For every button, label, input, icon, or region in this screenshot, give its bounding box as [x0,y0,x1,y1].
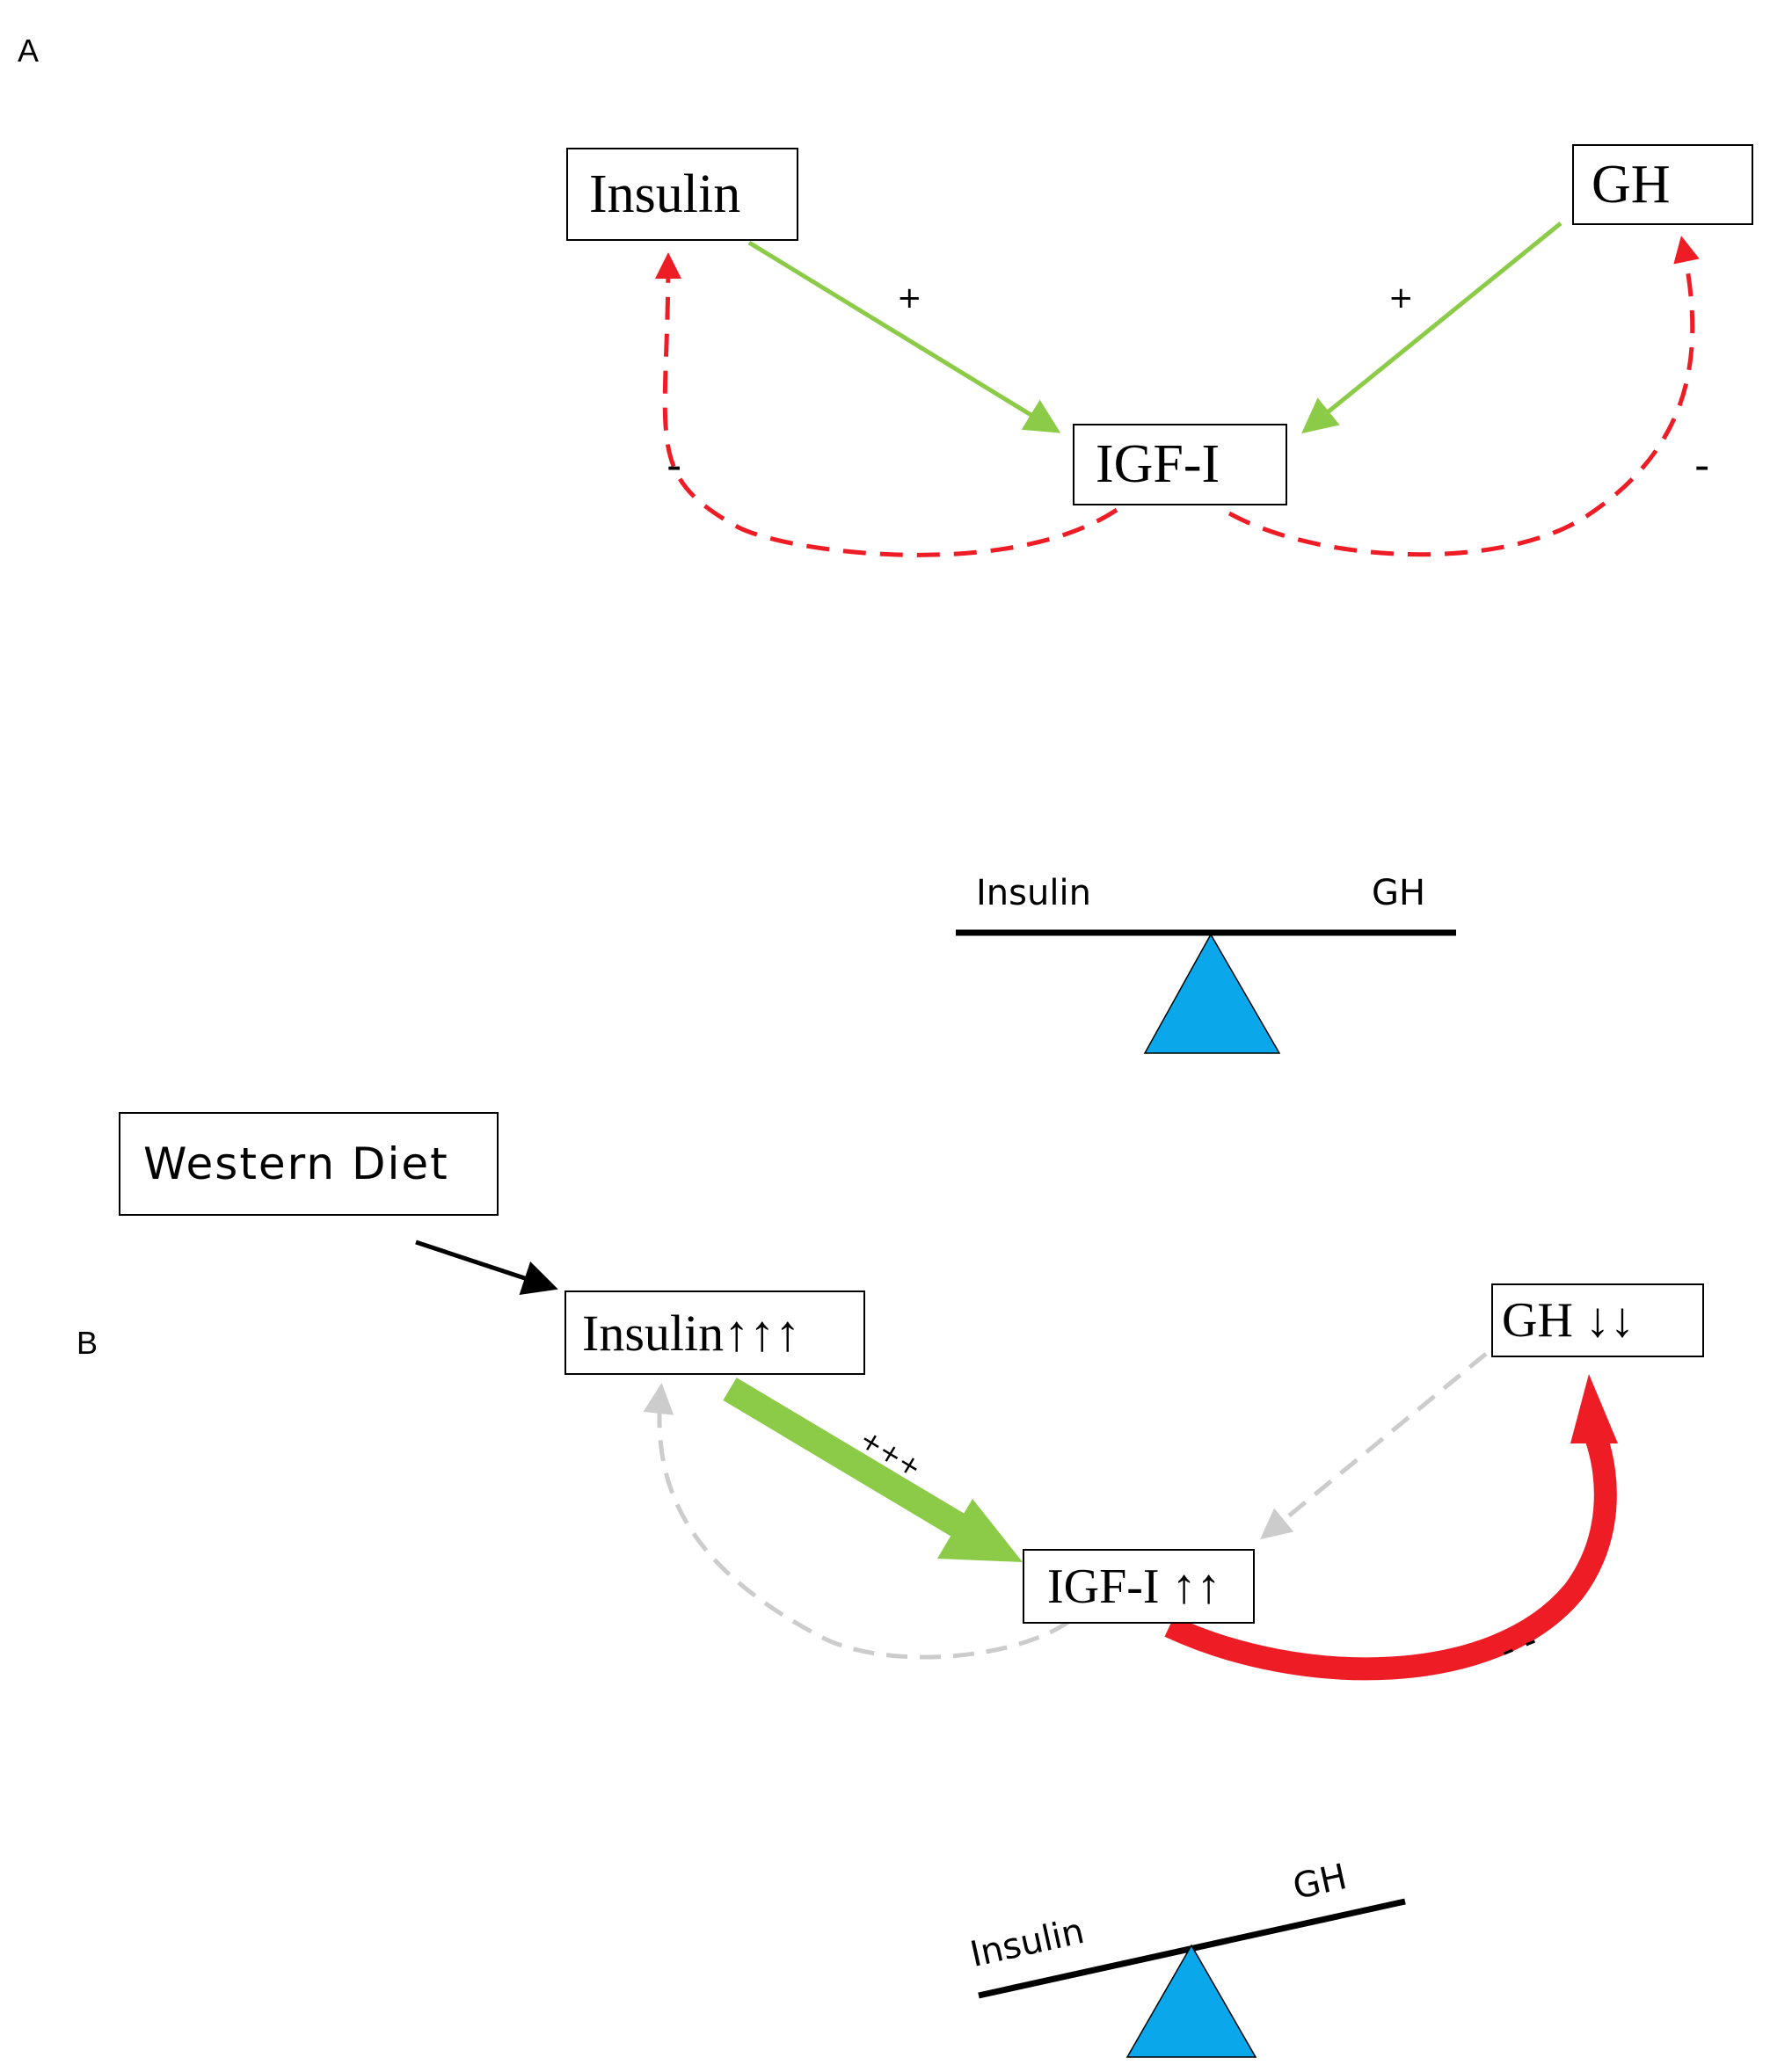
node-igf: IGF-I [1073,424,1287,505]
feedback-igf-to-insulin [654,252,1118,557]
node-gh: GH [1572,144,1753,225]
feedback-igf-to-gh [1227,236,1700,557]
arrowhead-igf-to-gh-strong [1570,1374,1618,1443]
node-gh-label: GH [1592,154,1671,214]
node-western-diet-label: Western Diet [143,1138,449,1189]
balance-a-left-label: Insulin [976,873,1091,913]
sign-insulin-igf: + [897,280,922,316]
arrow-insulin-to-igf-strong [723,1378,972,1541]
node-insulin-label: Insulin [589,164,741,224]
arrowhead-insulin-to-igf-strong [937,1499,1023,1562]
fulcrum-b [1125,1944,1257,2058]
node-igf-high: IGF-I ↑↑ [1023,1549,1255,1624]
arrow-diet-to-insulin [415,1240,558,1295]
feedback-igf-to-insulin-weak [643,1383,1070,1660]
sign-igf-gh: - [1694,441,1710,491]
balance-b-right-label: GH [1289,1856,1351,1908]
arrow-gh-to-igf-weak [1260,1352,1488,1540]
node-insulin-high: Insulin↑↑↑ [565,1290,865,1375]
node-igf-high-label: IGF-I ↑↑ [1047,1559,1221,1614]
arrow-insulin-to-igf [747,240,1061,433]
arrow-gh-to-igf [1301,222,1562,434]
feedback-igf-to-gh-strong [1164,1436,1617,1681]
panel-b-label: B [76,1325,98,1361]
node-gh-low-label: GH ↓↓ [1502,1293,1635,1348]
node-igf-label: IGF-I [1096,434,1220,494]
node-gh-low: GH ↓↓ [1491,1283,1704,1357]
panel-a-label: A [18,33,40,69]
node-western-diet: Western Diet [119,1112,499,1216]
balance-a-right-label: GH [1372,873,1426,913]
node-insulin: Insulin [566,148,798,241]
node-insulin-high-label: Insulin↑↑↑ [582,1304,801,1362]
sign-igf-insulin: - [666,441,682,491]
fulcrum-a [1143,933,1281,1054]
sign-gh-igf: + [1388,280,1414,316]
